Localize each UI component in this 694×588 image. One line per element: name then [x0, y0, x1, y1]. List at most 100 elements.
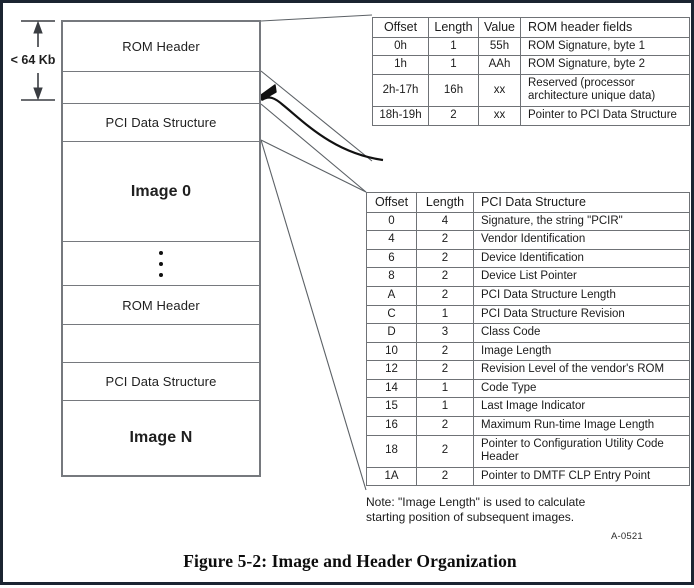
memmap-row-ellipsis	[63, 242, 259, 286]
dimension-label-64kb: < 64 Kb	[10, 53, 56, 67]
table-row: 18 2 Pointer to Configuration Utility Co…	[366, 434, 690, 468]
cell-length: 2	[428, 106, 479, 126]
table-row: 12 2 Revision Level of the vendor's ROM	[366, 360, 690, 380]
vertical-ellipsis-icon	[159, 250, 163, 277]
cell-length: 2	[416, 286, 474, 306]
cell-value: xx	[478, 106, 521, 126]
cell-description: Maximum Run-time Image Length	[473, 415, 690, 436]
table-row: D 3 Class Code	[366, 323, 690, 343]
table-row: C 1 PCI Data Structure Revision	[366, 304, 690, 325]
cell-description: Vendor Identification	[473, 230, 690, 250]
rom-header-table: Offset Length Value ROM header fields 0h…	[372, 17, 690, 126]
callout-pci-structure	[260, 103, 367, 491]
cell-length: 2	[416, 415, 474, 436]
memmap-row-label: Image 0	[130, 182, 192, 200]
column-header-length: Length	[428, 17, 479, 38]
cell-offset: C	[366, 304, 417, 325]
note-line-2: starting position of subsequent images.	[366, 510, 575, 525]
connector-overlay	[21, 14, 384, 491]
cell-description: Image Length	[473, 341, 690, 362]
memmap-row-label: ROM Header	[122, 39, 200, 54]
column-header-value: Value	[478, 17, 521, 38]
cell-length: 1	[428, 36, 479, 57]
table-row: 4 2 Vendor Identification	[366, 230, 690, 250]
memory-map-diagram: ROM Header PCI Data Structure Image 0 RO…	[61, 20, 261, 477]
figure-note: Note: "Image Length" is used to calculat…	[366, 495, 686, 526]
table-row: 10 2 Image Length	[366, 341, 690, 362]
cell-offset: 6	[366, 248, 417, 269]
cell-description: PCI Data Structure Revision	[473, 304, 690, 325]
cell-description: ROM Signature, byte 1	[520, 36, 690, 57]
dimension-arrow-64kb	[21, 20, 55, 101]
cell-offset: D	[366, 323, 417, 343]
cell-length: 2	[416, 360, 474, 380]
memmap-row-blank-n	[63, 325, 259, 363]
cell-offset: 18h-19h	[372, 106, 429, 126]
table-row: 14 1 Code Type	[366, 378, 690, 399]
cell-offset: 14	[366, 378, 417, 399]
memmap-row-rom-header-n: ROM Header	[63, 286, 259, 325]
note-line-1: Note: "Image Length" is used to calculat…	[366, 495, 586, 509]
cell-description: Revision Level of the vendor's ROM	[473, 360, 690, 380]
memmap-row-label: PCI Data Structure	[105, 374, 217, 389]
cell-offset: 16	[366, 415, 417, 436]
cell-description: Device List Pointer	[473, 267, 690, 287]
cell-description: Pointer to Configuration Utility Code He…	[473, 434, 690, 468]
memmap-row-label: PCI Data Structure	[105, 115, 217, 130]
cell-length: 1	[416, 378, 474, 399]
table-row: 1h 1 AAh ROM Signature, byte 2	[372, 55, 690, 75]
cell-offset: 18	[366, 434, 417, 468]
cell-length: 3	[416, 323, 474, 343]
table-row: 2h-17h 16h xx Reserved (processor archit…	[372, 73, 690, 108]
cell-offset: 0h	[372, 36, 429, 57]
cell-description: Signature, the string "PCIR"	[473, 211, 690, 232]
table-row: 16 2 Maximum Run-time Image Length	[366, 415, 690, 436]
pci-data-structure-table: Offset Length PCI Data Structure 0 4 Sig…	[366, 192, 690, 487]
table-row: 6 2 Device Identification	[366, 248, 690, 269]
cell-offset: 1A	[366, 466, 417, 487]
cell-description: Device Identification	[473, 248, 690, 269]
column-header-length: Length	[416, 192, 474, 213]
memmap-row-pci-data-structure-0: PCI Data Structure	[63, 104, 259, 142]
cell-length: 2	[416, 434, 474, 468]
cell-length: 2	[416, 248, 474, 269]
memmap-row-pci-data-structure-n: PCI Data Structure	[63, 363, 259, 401]
cell-description: Class Code	[473, 323, 690, 343]
table-row: 18h-19h 2 xx Pointer to PCI Data Structu…	[372, 106, 690, 126]
cell-description: ROM Signature, byte 2	[520, 55, 690, 75]
cell-description: Pointer to DMTF CLP Entry Point	[473, 466, 690, 487]
cell-length: 1	[416, 397, 474, 417]
figure-caption: Figure 5-2: Image and Header Organizatio…	[183, 551, 517, 571]
table-row: 8 2 Device List Pointer	[366, 267, 690, 287]
cell-length: 16h	[428, 73, 479, 108]
table-row: 1A 2 Pointer to DMTF CLP Entry Point	[366, 466, 690, 487]
table-row: 0h 1 55h ROM Signature, byte 1	[372, 36, 690, 57]
cell-description: Pointer to PCI Data Structure	[520, 106, 690, 126]
cell-offset: 15	[366, 397, 417, 417]
cell-length: 2	[416, 267, 474, 287]
cell-offset: 1h	[372, 55, 429, 75]
cell-value: 55h	[478, 36, 521, 57]
column-header-description: ROM header fields	[520, 17, 690, 38]
table-row: 15 1 Last Image Indicator	[366, 397, 690, 417]
memmap-row-label: ROM Header	[122, 297, 200, 313]
memmap-row-blank-0	[63, 72, 259, 104]
column-header-description: PCI Data Structure	[473, 192, 690, 213]
cell-length: 2	[416, 230, 474, 250]
cell-offset: 0	[366, 211, 417, 232]
pointer-to-pci-data-structure	[261, 96, 384, 162]
cell-offset: A	[366, 286, 417, 306]
cell-length: 1	[428, 55, 479, 75]
memmap-row-image-n: Image N	[63, 401, 259, 475]
column-header-offset: Offset	[372, 17, 429, 38]
table-header-row: Offset Length PCI Data Structure	[366, 192, 690, 213]
cell-length: 2	[416, 341, 474, 362]
column-header-offset: Offset	[366, 192, 417, 213]
memmap-row-label: Image N	[129, 429, 193, 446]
cell-description: PCI Data Structure Length	[473, 286, 690, 306]
cell-value: xx	[478, 73, 521, 108]
memmap-row-rom-header-0: ROM Header	[63, 22, 259, 72]
cell-description: Code Type	[473, 378, 690, 399]
callout-rom-header	[260, 14, 373, 162]
